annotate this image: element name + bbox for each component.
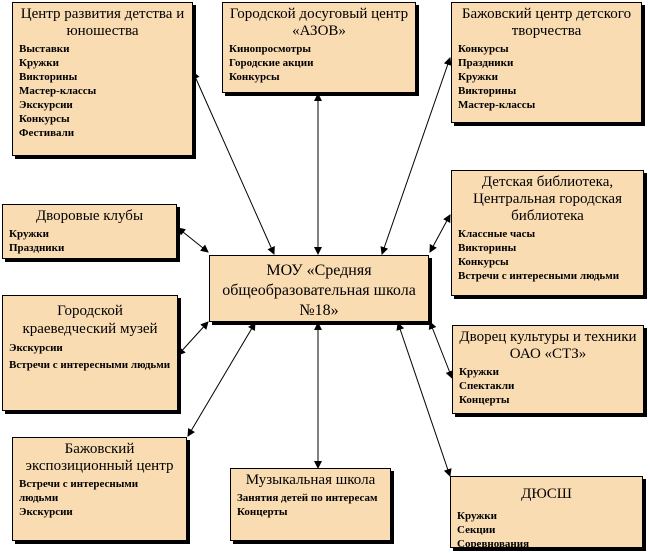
activity-list: Занятия детей по интересам Концерты bbox=[237, 491, 384, 519]
activity-item: Конкурсы bbox=[458, 43, 509, 55]
activity-item: Концерты bbox=[237, 506, 288, 518]
arrow-museum bbox=[177, 321, 209, 356]
box-title: Бажовский экспозиционный центр bbox=[25, 441, 174, 474]
bazhov-expo-box: Бажовский экспозиционный центр Встречи с… bbox=[12, 437, 187, 541]
activity-item: Экскурсии bbox=[9, 342, 63, 354]
box-title: Городской краеведческий музей bbox=[22, 303, 158, 337]
activity-item: Викторины bbox=[458, 242, 517, 254]
activity-item: Мастер-классы bbox=[458, 99, 536, 111]
activity-item: Встречи с интересными людьми bbox=[9, 359, 171, 371]
activity-item: Концерты bbox=[459, 394, 510, 406]
activity-item: Кружки bbox=[9, 228, 49, 240]
activity-item: Кружки bbox=[19, 57, 59, 69]
arrow-culture-palace bbox=[428, 321, 454, 379]
box-title: Дворовые клубы bbox=[35, 208, 144, 224]
activity-item: Мастер-классы bbox=[19, 85, 97, 97]
arrow-bazhov-creativity bbox=[380, 57, 452, 255]
school-title: МОУ «Средняя общеобразовательная школа №… bbox=[222, 262, 416, 319]
activity-item: Кружки bbox=[457, 510, 497, 522]
activity-list: Встречи с интересными людьми Экскурсии bbox=[19, 477, 180, 519]
activity-list: Кружки Спектакли Концерты bbox=[459, 365, 637, 407]
box-title: Бажовский центр детского творчества bbox=[461, 6, 632, 39]
activity-item: Праздники bbox=[9, 242, 65, 254]
arrow-sports-school bbox=[396, 322, 452, 477]
activity-list: Выставки Кружки Викторины Мастер-классы … bbox=[19, 42, 186, 140]
activity-item: Секции bbox=[457, 524, 496, 536]
museum-box: Городской краеведческий музей Экскурсии … bbox=[2, 295, 178, 411]
azov-center-box: Городской досуговый центр «АЗОВ» Кинопро… bbox=[222, 2, 416, 93]
activity-item: Соревнования bbox=[457, 538, 530, 550]
activity-item: Кружки bbox=[458, 71, 498, 83]
activity-item: Городские акции bbox=[229, 57, 314, 69]
arrow-yard-clubs bbox=[177, 227, 209, 253]
activity-item: Спектакли bbox=[459, 380, 515, 392]
activity-item: Занятия детей по интересам bbox=[237, 492, 378, 504]
activity-item: Встречи с интересными людьми bbox=[19, 478, 139, 504]
box-title: Городской досуговый центр «АЗОВ» bbox=[229, 6, 409, 39]
culture-palace-box: Дворец культуры и техники ОАО «СТЗ» Круж… bbox=[452, 325, 644, 414]
music-school-box: Музыкальная школа Занятия детей по интер… bbox=[230, 468, 391, 541]
activity-item: Фестивали bbox=[19, 127, 75, 139]
activity-list: Экскурсии Встречи с интересными людьми bbox=[9, 340, 171, 374]
arrow-library bbox=[429, 214, 451, 253]
box-title: Музыкальная школа bbox=[245, 472, 376, 488]
box-title: Детская библиотека, Центральная городска… bbox=[473, 174, 622, 224]
activity-item: Конкурсы bbox=[458, 256, 509, 268]
activity-item: Экскурсии bbox=[19, 506, 73, 518]
activity-item: Викторины bbox=[458, 85, 517, 97]
activity-item: Конкурсы bbox=[229, 71, 280, 83]
youth-center-box: Центр развития детства и юношества Выста… bbox=[12, 2, 193, 156]
school-box: МОУ «Средняя общеобразовательная школа №… bbox=[209, 255, 429, 322]
activity-item: Конкурсы bbox=[19, 113, 70, 125]
box-title: Центр развития детства и юношества bbox=[20, 6, 185, 39]
box-title: Дворец культуры и техники ОАО «СТЗ» bbox=[459, 329, 637, 362]
library-box: Детская библиотека, Центральная городска… bbox=[451, 170, 644, 296]
activity-item: Экскурсии bbox=[19, 99, 73, 111]
sports-school-box: ДЮСШ Кружки Секции Соревнования bbox=[450, 476, 643, 551]
yard-clubs-box: Дворовые клубы Кружки Праздники bbox=[2, 204, 177, 259]
activity-item: Встречи с интересными людьми bbox=[458, 270, 620, 282]
activity-list: Конкурсы Праздники Кружки Викторины Маст… bbox=[458, 42, 635, 112]
activity-list: Кружки Секции Соревнования bbox=[457, 509, 636, 551]
activity-item: Кружки bbox=[459, 366, 499, 378]
box-title: ДЮСШ bbox=[521, 486, 572, 502]
activity-item: Кинопросмотры bbox=[229, 43, 311, 55]
activity-item: Выставки bbox=[19, 43, 70, 55]
activity-item: Викторины bbox=[19, 71, 78, 83]
activity-list: Классные часы Викторины Конкурсы Встречи… bbox=[458, 227, 637, 283]
arrow-youth-center bbox=[192, 71, 275, 255]
activity-list: Кружки Праздники bbox=[9, 227, 170, 255]
activity-list: Кинопросмотры Городские акции Конкурсы bbox=[229, 42, 409, 84]
activity-item: Праздники bbox=[458, 57, 514, 69]
activity-item: Классные часы bbox=[458, 228, 536, 240]
arrow-bazhov-expo bbox=[187, 322, 256, 437]
bazhov-creativity-box: Бажовский центр детского творчества Конк… bbox=[451, 2, 642, 123]
